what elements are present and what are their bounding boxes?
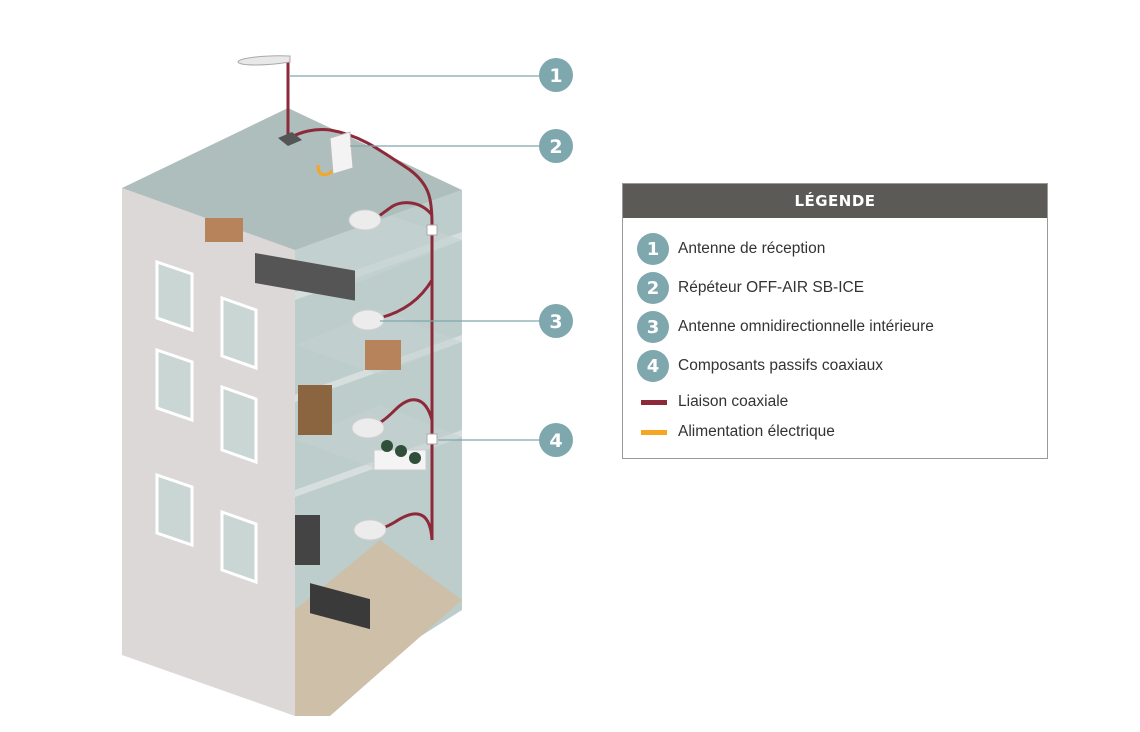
cabinet-2: [365, 340, 401, 370]
indoor-antennas: [348, 209, 387, 541]
legend-label: Alimentation électrique: [678, 423, 835, 440]
legend-label: Composants passifs coaxiaux: [678, 357, 884, 374]
plant: [395, 445, 407, 457]
legend-item-reception-antenna: 1 Antenne de réception: [637, 233, 825, 265]
desk-top-floor: [255, 252, 355, 301]
callout-1: 1: [539, 58, 573, 92]
legend-label: Antenne omnidirectionnelle intérieure: [678, 318, 934, 335]
callout-number: 4: [549, 430, 562, 452]
legend-label: Antenne de réception: [678, 240, 826, 257]
legend-number: 3: [637, 311, 669, 343]
legend-label: Liaison coaxiale: [678, 393, 789, 410]
coax-line-swatch: [641, 399, 667, 405]
plant: [409, 452, 421, 464]
legend-item-power-line: Alimentation électrique: [637, 418, 835, 446]
legend-title: LÉGENDE: [623, 184, 1047, 218]
cabinet-1: [205, 218, 243, 242]
coax-splitter: [426, 433, 438, 445]
legend-item-indoor-antenna: 3 Antenne omnidirectionnelle intérieure: [637, 311, 934, 343]
leader-lines: [290, 75, 540, 441]
legend-panel: LÉGENDE 1 Antenne de réception 2 Répéteu…: [622, 183, 1048, 459]
callout-number: 2: [549, 136, 562, 158]
reception-antenna: [237, 55, 302, 146]
desk-2: [298, 385, 332, 435]
callout-2: 2: [539, 129, 573, 163]
off-air-repeater: [329, 131, 354, 175]
facade-windows: [155, 259, 258, 585]
dining-table: [310, 583, 370, 630]
legend-label: Répéteur OFF-AIR SB-ICE: [678, 279, 865, 296]
fireplace: [295, 515, 320, 565]
power-line-swatch: [641, 429, 667, 435]
plant: [381, 440, 393, 452]
coax-splitter: [426, 224, 438, 236]
legend-item-repeater: 2 Répéteur OFF-AIR SB-ICE: [637, 272, 864, 304]
legend-item-coax-line: Liaison coaxiale: [637, 388, 788, 416]
legend-number: 1: [637, 233, 669, 265]
legend-item-passive-components: 4 Composants passifs coaxiaux: [637, 350, 883, 382]
legend-number: 2: [637, 272, 669, 304]
ground-floor-tiles: [295, 540, 462, 716]
callout-number: 3: [549, 311, 562, 333]
callout-4: 4: [539, 423, 573, 457]
callout-number: 1: [549, 65, 562, 87]
legend-number: 4: [637, 350, 669, 382]
callout-3: 3: [539, 304, 573, 338]
